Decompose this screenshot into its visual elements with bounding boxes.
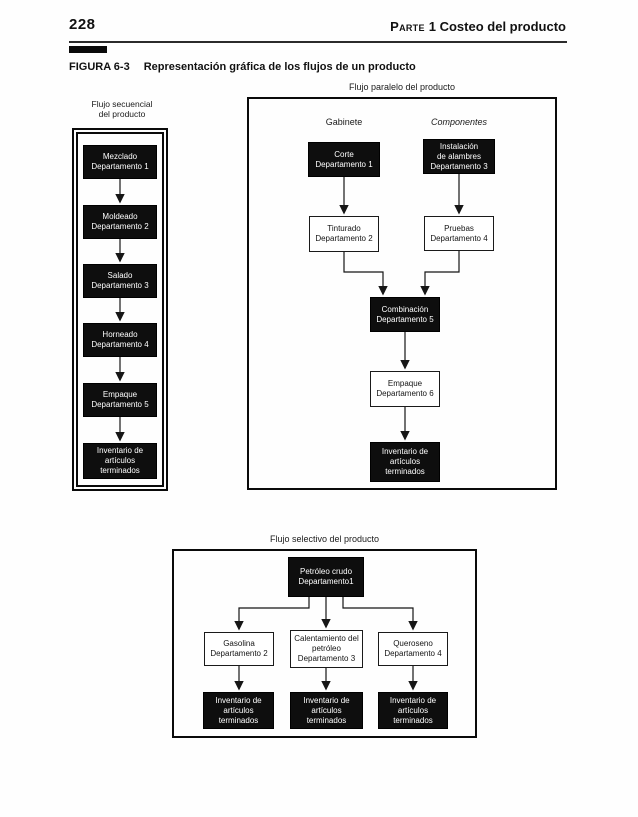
flow-node-horneado: Horneado Departamento 4 <box>83 323 157 357</box>
page-number: 228 <box>69 16 96 33</box>
sequential-connectors <box>115 179 125 442</box>
sequential-flow-frame: Mezclado Departamento 1 Moldeado Departa… <box>76 132 164 487</box>
flow-node-combinacion: Combinación Departamento 5 <box>370 297 440 332</box>
running-header-title: 1 Costeo del producto <box>428 19 566 34</box>
parallel-flow-diagram: Gabinete Componentes Corte Departamento … <box>247 97 557 490</box>
flow-node-queroseno: Queroseno Departamento 4 <box>378 632 448 666</box>
parallel-flow-title: Flujo paralelo del producto <box>348 82 456 92</box>
selective-flow-title: Flujo selectivo del producto <box>269 534 380 544</box>
selective-connectors <box>234 597 418 691</box>
figure-caption: FIGURA 6-3 Representación gráfica de los … <box>69 61 416 73</box>
elbow-arrow-icon <box>234 597 310 631</box>
figure-label: FIGURA 6-3 <box>69 61 130 73</box>
flow-node-inventario-sel-2: Inventario de artículos terminados <box>290 692 363 729</box>
flow-node-inventario-par: Inventario de artículos terminados <box>370 442 440 482</box>
flow-node-corte: Corte Departamento 1 <box>308 142 380 177</box>
flow-node-inventario-sel-1: Inventario de artículos terminados <box>203 692 274 729</box>
flow-node-tinturado: Tinturado Departamento 2 <box>309 216 379 252</box>
flow-node-inventario-seq: Inventario de artículos terminados <box>83 443 157 479</box>
column-label-componentes: Componentes <box>430 117 488 127</box>
flow-node-gasolina: Gasolina Departamento 2 <box>204 632 274 666</box>
header-rule <box>69 41 567 43</box>
flow-node-empaque5: Empaque Departamento 5 <box>83 383 157 417</box>
elbow-arrow-icon <box>420 251 460 296</box>
flow-node-mezclado: Mezclado Departamento 1 <box>83 145 157 179</box>
sequential-flow-title: Flujo secuencial del producto <box>91 99 153 119</box>
flow-node-calentamiento: Calentamiento del petróleo Departamento … <box>290 630 363 668</box>
flow-node-pruebas: Pruebas Departamento 4 <box>424 216 494 251</box>
selective-flow-diagram: Petróleo crudo Departamento1 Gasolina De… <box>172 549 477 738</box>
flow-node-inventario-sel-3: Inventario de artículos terminados <box>378 692 448 729</box>
elbow-arrow-icon <box>343 252 388 296</box>
running-header-part: Parte <box>390 19 425 34</box>
flow-node-instalacion: Instalación de alambres Departamento 3 <box>423 139 495 174</box>
parallel-connectors <box>339 174 464 441</box>
sequential-flow-diagram: Mezclado Departamento 1 Moldeado Departa… <box>72 128 168 491</box>
flow-node-empaque6: Empaque Departamento 6 <box>370 371 440 407</box>
header-black-bar <box>69 46 107 53</box>
flow-node-petroleo: Petróleo crudo Departamento1 <box>288 557 364 597</box>
elbow-arrow-icon <box>342 597 418 631</box>
flow-node-salado: Salado Departamento 3 <box>83 264 157 298</box>
column-label-gabinete: Gabinete <box>325 117 363 127</box>
flow-node-moldeado: Moldeado Departamento 2 <box>83 205 157 239</box>
figure-title: Representación gráfica de los flujos de … <box>143 61 416 73</box>
